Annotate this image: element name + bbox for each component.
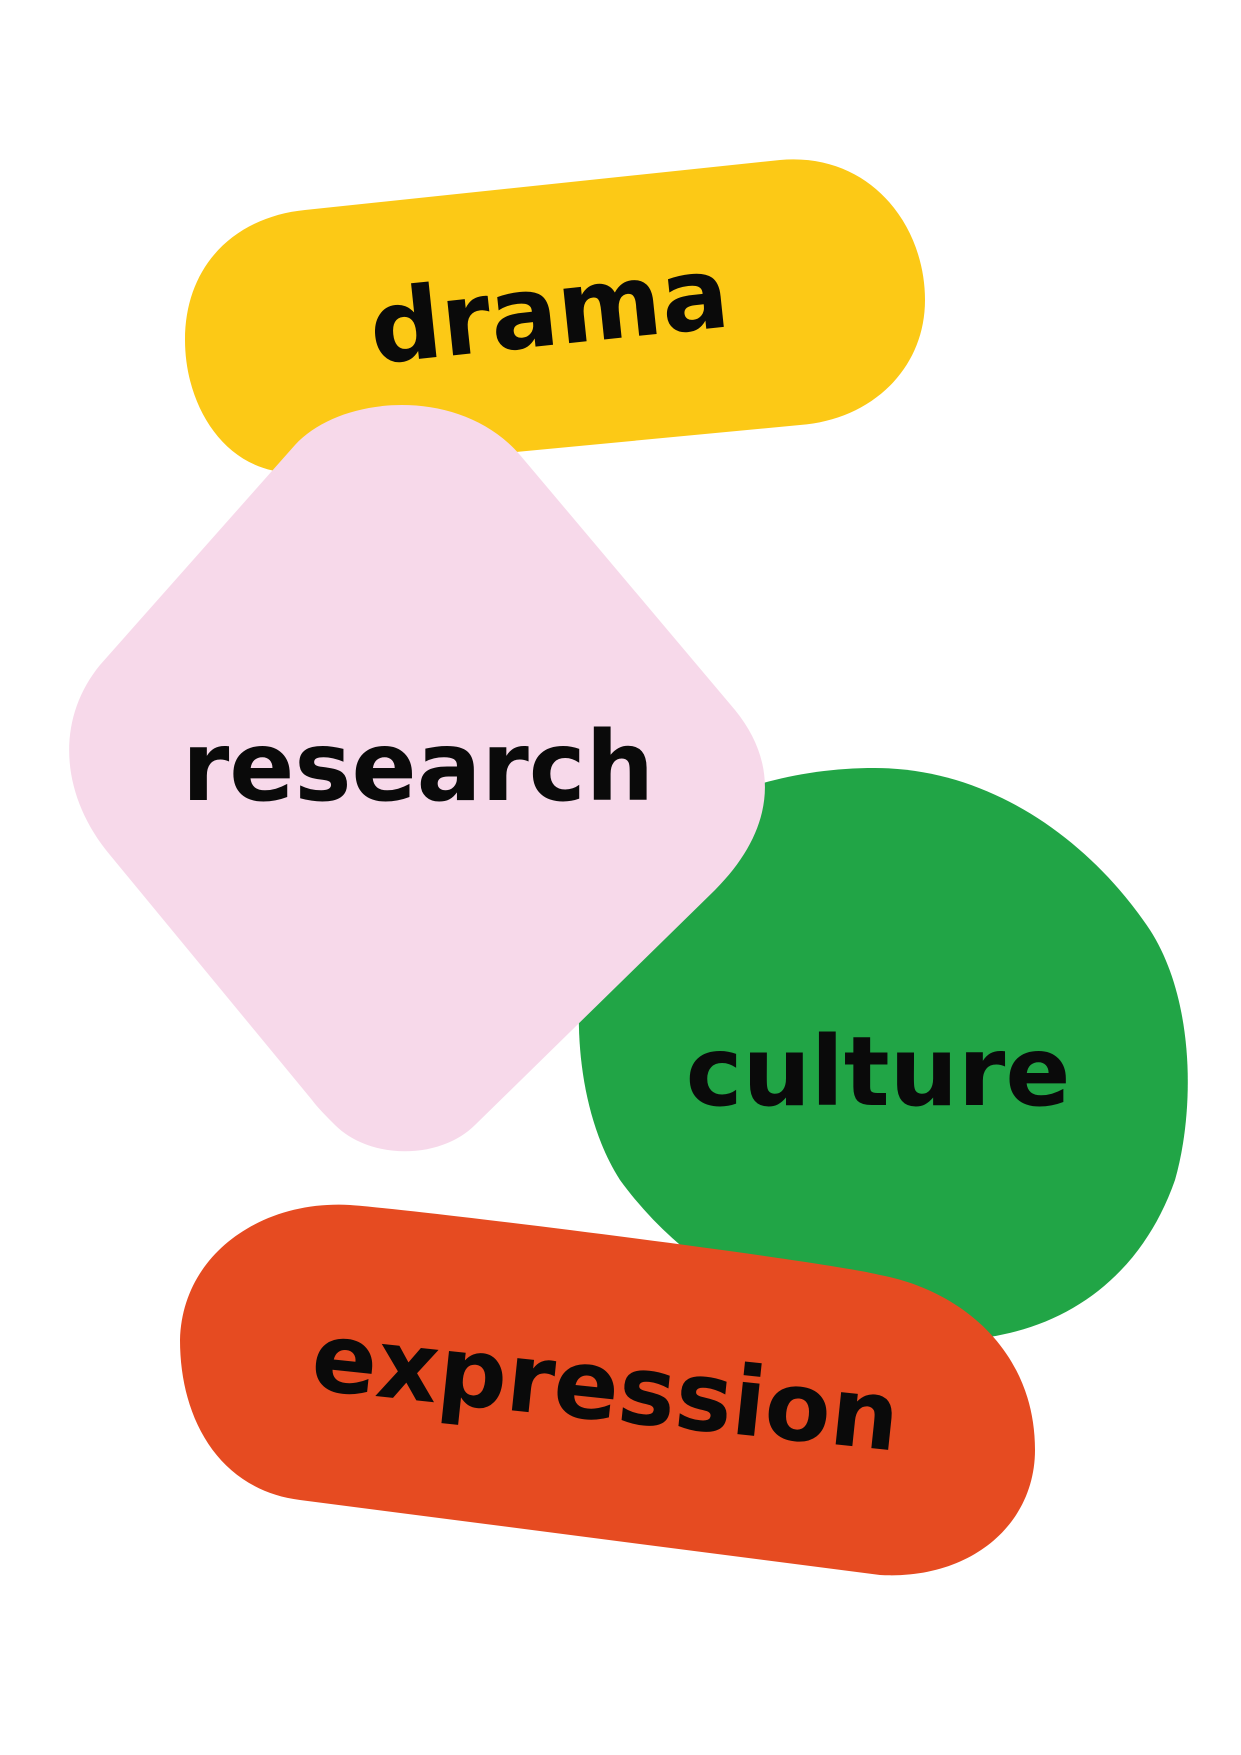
research-shape [69, 405, 765, 1152]
research-label: research [182, 711, 654, 823]
expression-shape [180, 1204, 1035, 1576]
culture-shape [578, 768, 1188, 1341]
drama-shape [185, 159, 925, 473]
culture-label: culture [686, 1016, 1071, 1128]
